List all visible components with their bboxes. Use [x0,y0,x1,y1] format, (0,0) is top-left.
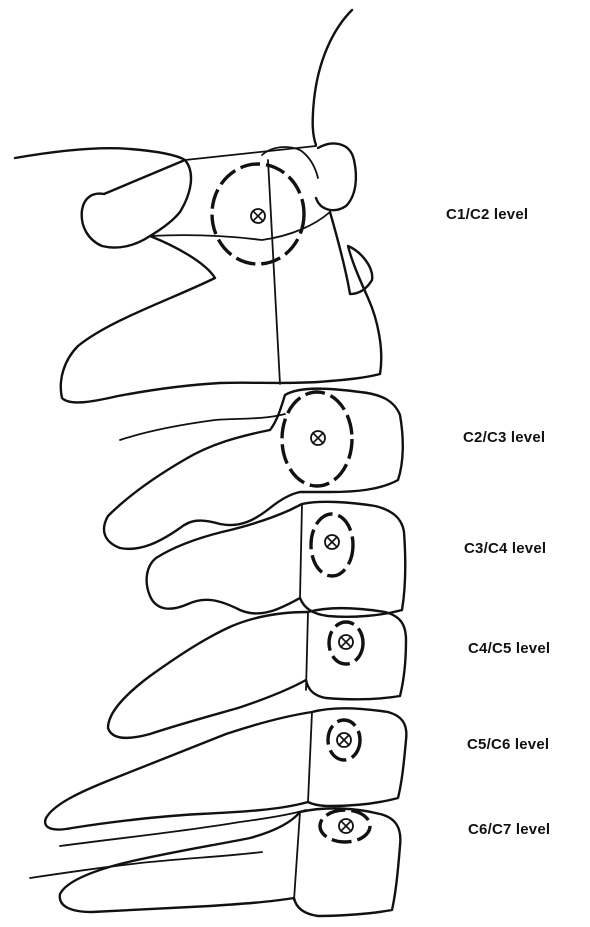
c7-body-line [294,812,300,900]
level-label-c1-c2: C1/C2 level [446,206,528,223]
level-label-c5-c6: C5/C6 level [467,736,549,753]
c3-upper-process [120,414,285,440]
rotation-axis-c1-c2 [212,164,304,264]
axis-c2-dens-line [268,160,280,384]
atlas-c1-outline [15,148,191,247]
axis-c2-outline [61,212,381,402]
atlas-c1-anterior-arch [316,144,356,211]
occiput-contour [313,10,352,145]
rotation-axis-c2-c3 [282,392,352,486]
rotation-axis-c6-c7 [320,810,370,842]
c4-outline [147,502,406,617]
level-label-c4-c5: C4/C5 level [468,640,550,657]
c4-body-line [300,504,302,598]
rotation-axis-c4-c5 [329,622,363,664]
level-label-c6-c7: C6/C7 level [468,821,550,838]
level-label-c2-c3: C2/C3 level [463,429,545,446]
c7-spinous-process [30,852,262,878]
level-label-c3-c4: C3/C4 level [464,540,546,557]
c5-outline [108,608,406,738]
c5-body-line [306,612,308,690]
rotation-axis-c3-c4 [311,514,353,576]
c6-body-line [308,712,312,802]
rotation-axis-c5-c6 [328,720,360,760]
